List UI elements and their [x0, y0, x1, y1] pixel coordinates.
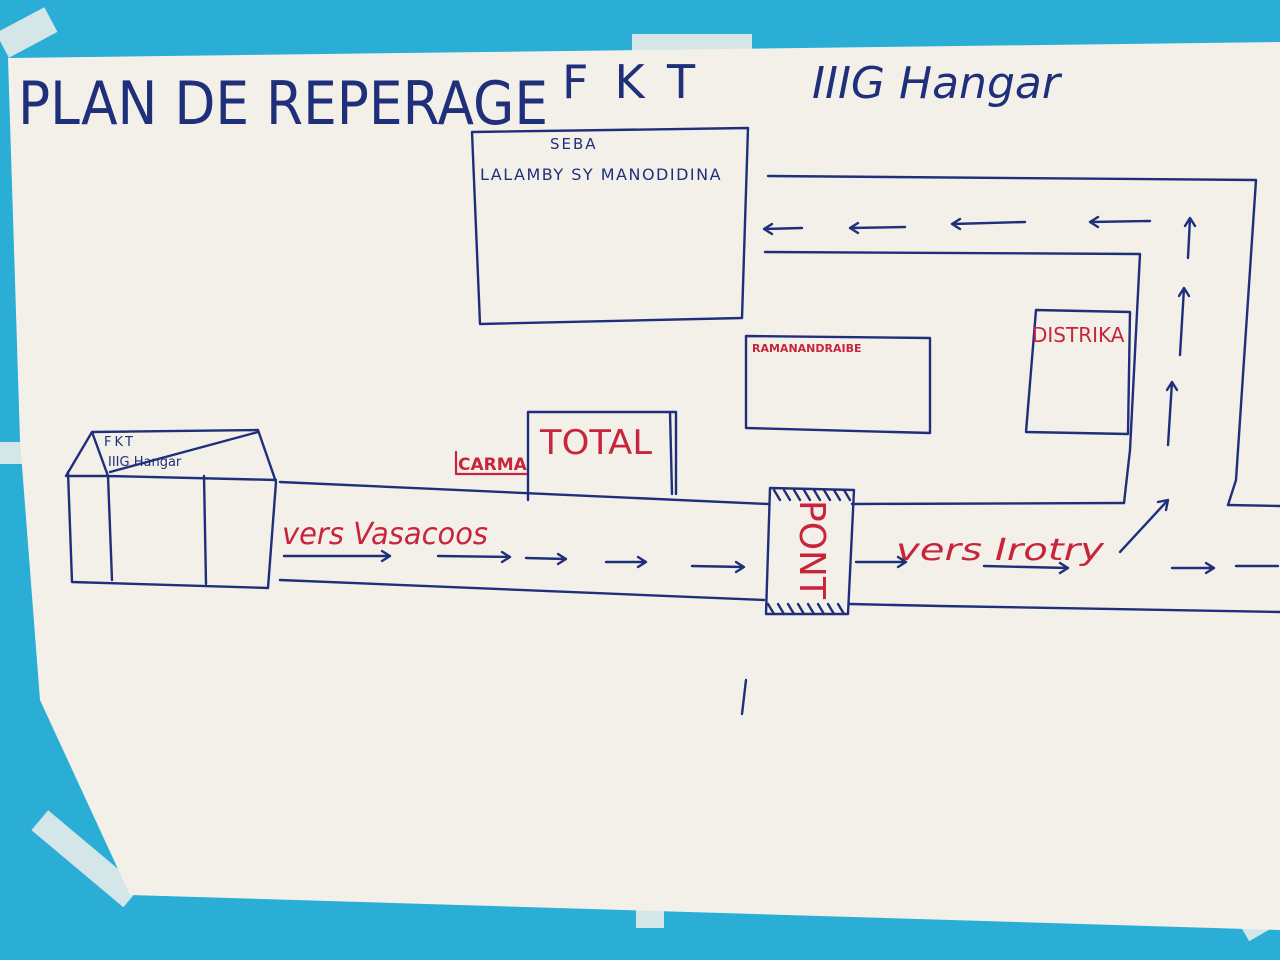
tape-left-mid [0, 442, 50, 464]
arrow-left-3 [950, 217, 1027, 231]
arrow-left-2 [848, 221, 907, 235]
seba-building [470, 126, 750, 326]
arrow-right-6 [854, 555, 908, 569]
tape-bottom-center [636, 856, 664, 928]
arrow-right-5 [690, 560, 746, 574]
fkt-building-label-1: FKT [104, 435, 136, 450]
arrow-up-2 [1177, 286, 1191, 357]
pont-bridge [764, 486, 856, 616]
arrow-diagonal [1118, 498, 1170, 554]
pont-hatching-top [772, 488, 852, 502]
vers-vasacoos-label: vers Vasacoos [282, 517, 488, 552]
arrow-right-7 [982, 561, 1070, 575]
arrow-left-4 [1088, 215, 1152, 229]
pont-label: PONT [791, 500, 832, 600]
title-main: PLAN DE REPERAGE [18, 69, 548, 139]
road-main-lower-edge [278, 578, 1280, 614]
arrow-right-3 [524, 552, 568, 566]
fkt-building-label-2: IIIG Hangar [108, 455, 182, 470]
road-main-upper-edge [278, 480, 1280, 508]
tape-bottom-left [31, 810, 141, 908]
arrow-up-1 [1183, 216, 1197, 260]
tape-top-center [632, 34, 752, 56]
carma-label: CARMA [458, 455, 528, 475]
vers-irotry-label: vers Irotry [896, 533, 1106, 568]
total-building [526, 410, 678, 502]
carma-border [454, 450, 528, 476]
tape-bottom-right [1235, 897, 1280, 942]
fkt-building [64, 428, 278, 590]
road-top-upper-edge [766, 174, 1258, 507]
title-fkt: FKT [562, 55, 721, 109]
tape-top-left [0, 7, 58, 58]
seba-label-1: SEBA [550, 135, 598, 153]
ramanandraibe-label: RAMANANDRAIBE [752, 342, 861, 355]
arrow-up-3 [1165, 380, 1179, 447]
arrow-right-4 [604, 555, 648, 569]
road-top-lower-edge [763, 250, 1142, 505]
arrow-right-1 [282, 549, 392, 563]
arrow-left-1 [762, 222, 804, 236]
pont-hatching-bottom [766, 602, 846, 616]
arrow-right-2 [436, 550, 512, 564]
distrika-label: DISTRIKA [1032, 323, 1125, 347]
distrika-building [1024, 308, 1132, 436]
stray-mark [740, 678, 748, 716]
seba-label-2: LALAMBY SY MANODIDINA [480, 165, 722, 184]
ramanandraibe-building [744, 334, 932, 435]
paper-sheet [8, 42, 1280, 930]
total-label: TOTAL [539, 423, 652, 463]
arrow-right-8 [1170, 561, 1216, 575]
title-hangar: IIIG Hangar [812, 58, 1063, 109]
